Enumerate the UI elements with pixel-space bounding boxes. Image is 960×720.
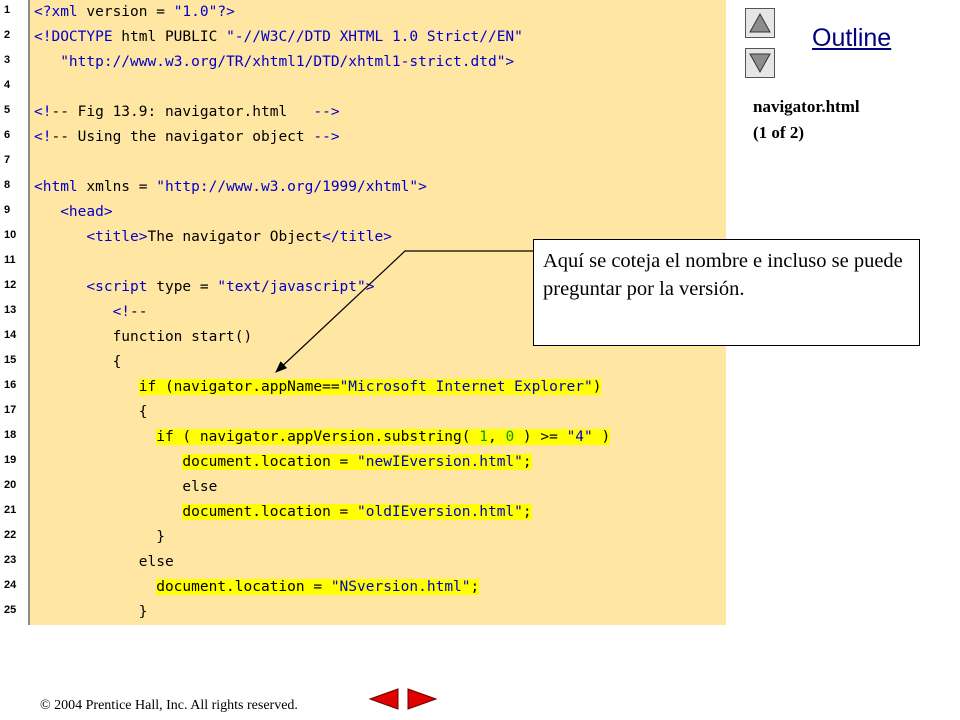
code-line: 21 document.location = "oldIEversion.htm…: [0, 500, 726, 525]
code-line: 12 <script type = "text/javascript">: [0, 275, 726, 300]
code-line: 9 <head>: [0, 200, 726, 225]
line-number: 22: [4, 529, 17, 541]
annotation-callout: Aquí se coteja el nombre e incluso se pu…: [533, 239, 920, 346]
code-text: <title>The navigator Object</title>: [86, 229, 392, 245]
up-arrow-icon: [749, 12, 771, 33]
code-text: document.location = "newIEversion.html";: [34, 451, 532, 473]
code-text: {: [34, 354, 122, 370]
line-number: 3: [4, 54, 11, 66]
code-line: 14 function start(): [0, 325, 726, 350]
line-number: 7: [4, 154, 11, 166]
file-name-label: navigator.html: [753, 97, 860, 116]
highlighted-code: document.location = "newIEversion.html";: [182, 454, 532, 470]
highlighted-code: if ( navigator.appVersion.substring( 1, …: [156, 429, 611, 445]
page-info-label: (1 of 2): [753, 123, 804, 142]
code-text: if (navigator.appName=="Microsoft Intern…: [34, 376, 602, 398]
code-text: document.location = "NSversion.html";: [34, 576, 480, 598]
code-text: document.location = "oldIEversion.html";: [34, 501, 532, 523]
line-number: 1: [4, 4, 11, 16]
line-number: 5: [4, 104, 11, 116]
code-line: 24 document.location = "NSversion.html";: [0, 575, 726, 600]
code-text: <!--: [112, 304, 148, 320]
code-text: <!DOCTYPE html PUBLIC "-//W3C//DTD XHTML…: [34, 29, 523, 45]
code-line: 11: [0, 250, 726, 275]
line-number: 18: [4, 429, 17, 441]
code-text: function start(): [34, 329, 253, 345]
outline-up-button[interactable]: [745, 8, 775, 38]
code-text: }: [34, 604, 148, 620]
code-line: 19 document.location = "newIEversion.htm…: [0, 450, 726, 475]
code-text: if ( navigator.appVersion.substring( 1, …: [34, 426, 611, 448]
line-number: 23: [4, 554, 17, 566]
line-number-gutter: [0, 0, 28, 625]
code-line: 15 {: [0, 350, 726, 375]
line-number: 17: [4, 404, 17, 416]
code-text: "http://www.w3.org/TR/xhtml1/DTD/xhtml1-…: [60, 54, 515, 70]
line-number: 14: [4, 329, 17, 341]
highlighted-code: document.location = "NSversion.html";: [156, 579, 480, 595]
code-line: 7: [0, 150, 726, 175]
code-line: 2 <!DOCTYPE html PUBLIC "-//W3C//DTD XHTM…: [0, 25, 726, 50]
code-text: }: [34, 529, 165, 545]
outline-down-button[interactable]: [745, 48, 775, 78]
code-line: 13 <!--: [0, 300, 726, 325]
line-number: 21: [4, 504, 17, 516]
code-text: <head>: [60, 204, 113, 220]
code-line: 8 <html xmlns = "http://www.w3.org/1999/x…: [0, 175, 726, 200]
line-number: 11: [4, 254, 16, 266]
code-line: 17 {: [0, 400, 726, 425]
gutter-divider: [28, 0, 30, 625]
code-line: 22 }: [0, 525, 726, 550]
line-number: 4: [4, 79, 11, 91]
highlighted-code: if (navigator.appName=="Microsoft Intern…: [138, 379, 602, 395]
previous-slide-icon[interactable]: [368, 688, 400, 710]
code-line: 1 <?xml version = "1.0"?>: [0, 0, 726, 25]
code-line: 4: [0, 75, 726, 100]
line-number: 12: [4, 279, 17, 291]
code-text: <script type = "text/javascript">: [86, 279, 375, 295]
line-number: 20: [4, 479, 17, 491]
code-text: {: [34, 404, 148, 420]
line-number: 25: [4, 604, 17, 616]
code-text: else: [34, 554, 174, 570]
code-text: <!-- Using the navigator object -->: [34, 129, 340, 145]
outline-link[interactable]: Outline: [812, 24, 892, 52]
line-number: 8: [4, 179, 11, 191]
code-line: 16 if (navigator.appName=="Microsoft Int…: [0, 375, 726, 400]
code-line: 23 else: [0, 550, 726, 575]
code-text: <html xmlns = "http://www.w3.org/1999/xh…: [34, 179, 427, 195]
line-number: 6: [4, 129, 11, 141]
down-arrow-icon: [749, 53, 771, 74]
line-number: 19: [4, 454, 17, 466]
line-number: 9: [4, 204, 11, 216]
line-number: 24: [4, 579, 17, 591]
code-line: 10 <title>The navigator Object</title>: [0, 225, 726, 250]
code-line: 6 <!-- Using the navigator object -->: [0, 125, 726, 150]
code-line: 25 }: [0, 600, 726, 625]
highlighted-code: document.location = "oldIEversion.html";: [182, 504, 532, 520]
code-text: <!-- Fig 13.9: navigator.html -->: [34, 104, 340, 120]
code-text: else: [34, 479, 218, 495]
line-number: 15: [4, 354, 17, 366]
code-line: 18 if ( navigator.appVersion.substring( …: [0, 425, 726, 450]
code-line: 20 else: [0, 475, 726, 500]
next-slide-icon[interactable]: [406, 688, 438, 710]
line-number: 16: [4, 379, 17, 391]
line-number: 10: [4, 229, 17, 241]
code-line: 3 "http://www.w3.org/TR/xhtml1/DTD/xhtml…: [0, 50, 726, 75]
line-number: 2: [4, 29, 11, 41]
line-number: 13: [4, 304, 17, 316]
code-text: <?xml version = "1.0"?>: [34, 4, 235, 20]
code-line: 5 <!-- Fig 13.9: navigator.html -->: [0, 100, 726, 125]
copyright-footer: © 2004 Prentice Hall, Inc. All rights re…: [40, 698, 298, 713]
